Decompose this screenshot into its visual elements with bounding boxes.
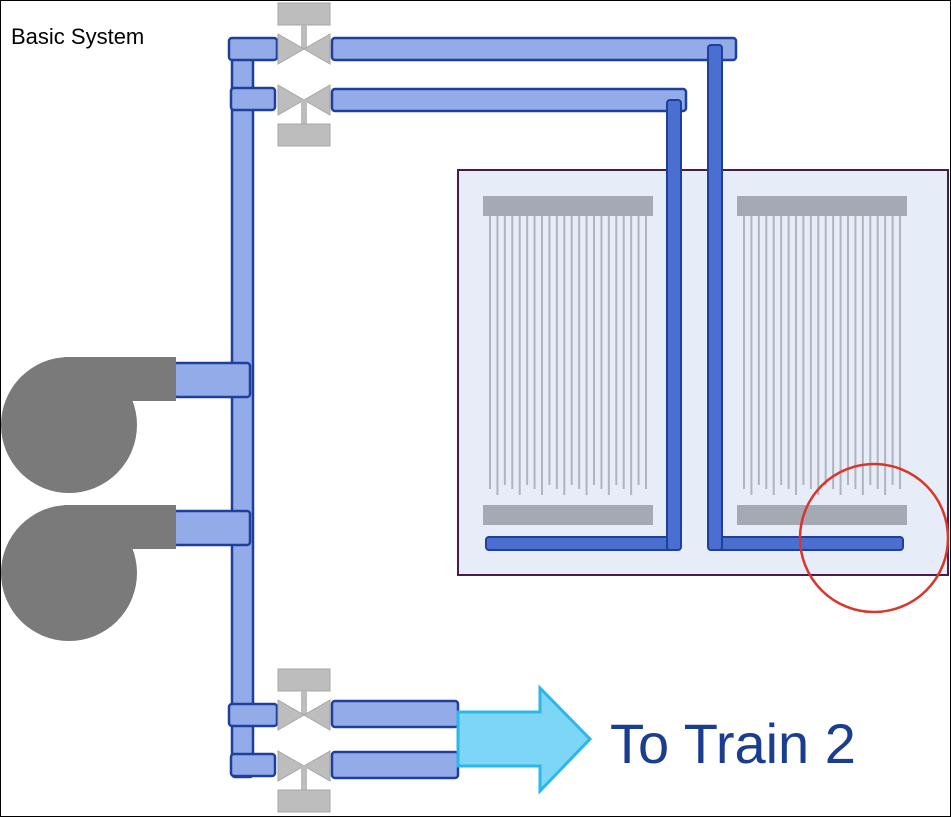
train2-pipe-1 bbox=[330, 699, 460, 729]
valve-1-stem bbox=[301, 25, 307, 49]
valve-3-body-left bbox=[277, 699, 306, 731]
gate-valve-icon[interactable] bbox=[277, 84, 331, 147]
gate-valve-icon[interactable] bbox=[277, 668, 331, 731]
valve-4-body-left bbox=[277, 750, 306, 782]
aerator-right bbox=[708, 536, 904, 551]
blower-icon[interactable] bbox=[1, 505, 176, 641]
blower-1-housing bbox=[1, 357, 137, 493]
membrane-module-right-icon bbox=[737, 196, 907, 525]
membrane-tank bbox=[457, 169, 949, 576]
blower-2-outlet-pipe bbox=[172, 509, 252, 547]
drop-leg-left bbox=[666, 99, 682, 551]
header-stub-1 bbox=[227, 36, 279, 62]
valve-2-actuator bbox=[277, 123, 331, 147]
blower-1-outlet-pipe bbox=[172, 361, 252, 399]
valve-2-body-left bbox=[277, 84, 306, 116]
destination-label: To Train 2 bbox=[610, 712, 856, 775]
valve-3-actuator bbox=[277, 668, 331, 692]
flow-arrow-icon bbox=[456, 684, 593, 795]
header-stub-4 bbox=[229, 752, 277, 778]
module-right-bottom-header bbox=[737, 505, 907, 525]
gate-valve-icon[interactable] bbox=[277, 750, 331, 813]
valve-3-body-right bbox=[302, 699, 331, 731]
train2-pipe-2 bbox=[330, 750, 460, 780]
blower-icon[interactable] bbox=[1, 357, 176, 493]
module-right-fibers bbox=[743, 216, 901, 495]
module-left-fibers bbox=[489, 216, 647, 495]
blower-2-housing bbox=[1, 505, 137, 641]
gate-valve-icon[interactable] bbox=[277, 2, 331, 65]
valve-3-stem bbox=[301, 691, 307, 715]
drop-leg-right bbox=[707, 44, 723, 551]
supply-pipe-1 bbox=[330, 36, 738, 62]
valve-1-body-left bbox=[277, 33, 306, 65]
header-stub-3 bbox=[227, 702, 279, 728]
header-stub-2 bbox=[229, 86, 277, 112]
valve-2-body-right bbox=[302, 84, 331, 116]
aerator-left bbox=[485, 536, 681, 551]
supply-pipe-2 bbox=[330, 87, 688, 113]
valve-4-stem bbox=[301, 766, 307, 790]
diagram-title: Basic System bbox=[11, 24, 144, 49]
highlight-circle bbox=[798, 462, 950, 614]
valve-1-actuator bbox=[277, 2, 331, 26]
valve-1-body-right bbox=[302, 33, 331, 65]
blowers bbox=[1, 357, 176, 641]
module-right-top-header bbox=[737, 196, 907, 216]
valve-2-stem bbox=[301, 100, 307, 124]
valves bbox=[277, 2, 331, 813]
module-left-top-header bbox=[483, 196, 653, 216]
air-piping bbox=[172, 36, 738, 780]
valve-4-body-right bbox=[302, 750, 331, 782]
module-left-bottom-header bbox=[483, 505, 653, 525]
valve-4-actuator bbox=[277, 789, 331, 813]
main-header-pipe bbox=[230, 50, 255, 779]
membrane-module-left-icon bbox=[483, 196, 653, 525]
